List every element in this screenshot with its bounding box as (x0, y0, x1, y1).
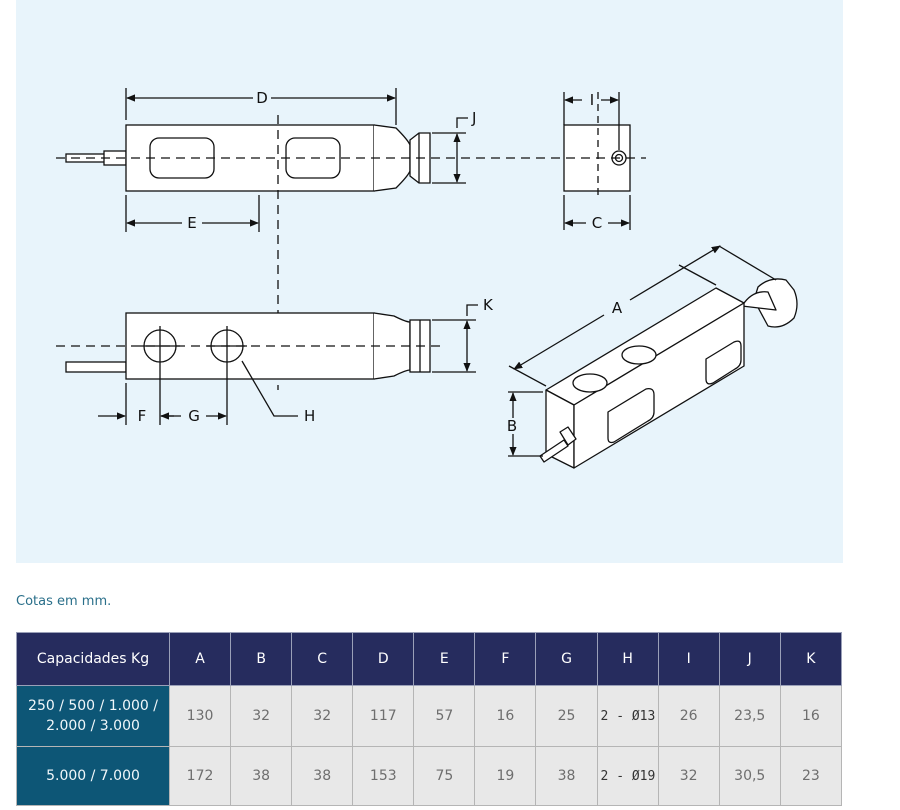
value-g: 25 (535, 685, 598, 747)
value-j: 30,5 (718, 746, 781, 806)
dimension-label-h: H (304, 407, 315, 425)
header-capacidades: Capacidades Kg (16, 632, 170, 686)
technical-drawing-panel: D E J I C K F G H A B (16, 0, 843, 563)
top-view (56, 115, 446, 390)
header-j: J (718, 632, 781, 686)
header-k: K (779, 632, 843, 686)
value-a: 172 (168, 746, 232, 806)
value-f: 16 (474, 685, 537, 747)
value-b: 38 (230, 746, 293, 806)
value-f: 19 (474, 746, 537, 806)
header-a: A (168, 632, 232, 686)
dimension-label-g: G (188, 407, 200, 425)
value-k: 23 (779, 746, 843, 806)
units-note: Cotas em mm. (16, 594, 112, 609)
header-b: B (230, 632, 293, 686)
value-h: 2 - Ø13 (596, 685, 659, 747)
table-row: 5.000 / 7.000 172 38 38 153 75 19 38 2 -… (16, 746, 843, 806)
table-row: 250 / 500 / 1.000 / 2.000 / 3.000 130 32… (16, 685, 843, 747)
capacity-cell: 250 / 500 / 1.000 / 2.000 / 3.000 (16, 685, 170, 747)
value-i: 32 (657, 746, 720, 806)
value-j: 23,5 (718, 685, 781, 747)
header-c: C (291, 632, 354, 686)
value-e: 57 (413, 685, 476, 747)
capacity-line-2: 2.000 / 3.000 (46, 718, 140, 734)
header-f: F (474, 632, 537, 686)
value-h: 2 - Ø19 (596, 746, 659, 806)
value-k: 16 (779, 685, 843, 747)
dimension-label-j: J (471, 109, 476, 127)
value-d: 153 (352, 746, 415, 806)
dimension-label-a: A (612, 299, 623, 317)
dimension-label-d: D (256, 89, 268, 107)
dimension-label-c: C (592, 214, 602, 232)
header-d: D (352, 632, 415, 686)
value-e: 75 (413, 746, 476, 806)
table-header-row: Capacidades Kg A B C D E F G H I J K (16, 632, 843, 686)
side-view (56, 312, 446, 380)
value-i: 26 (657, 685, 720, 747)
value-c: 38 (291, 746, 354, 806)
header-h: H (596, 632, 659, 686)
header-e: E (413, 632, 476, 686)
dimension-label-i: I (590, 91, 594, 109)
dimension-label-e: E (187, 214, 196, 232)
dimension-label-k: K (483, 296, 494, 314)
dimension-label-f: F (138, 407, 147, 425)
value-g: 38 (535, 746, 598, 806)
dimensions-table: Capacidades Kg A B C D E F G H I J K 250… (16, 632, 843, 806)
value-c: 32 (291, 685, 354, 747)
capacity-line-1: 250 / 500 / 1.000 / (28, 698, 158, 714)
value-a: 130 (168, 685, 232, 747)
value-d: 117 (352, 685, 415, 747)
dimension-label-b: B (507, 417, 517, 435)
header-i: I (657, 632, 720, 686)
load-cell-drawing: D E J I C K F G H A B (56, 88, 798, 469)
isometric-view (539, 278, 798, 469)
value-b: 32 (230, 685, 293, 747)
capacity-cell: 5.000 / 7.000 (16, 746, 170, 806)
header-g: G (535, 632, 598, 686)
capacity-line-1: 5.000 / 7.000 (46, 768, 140, 784)
